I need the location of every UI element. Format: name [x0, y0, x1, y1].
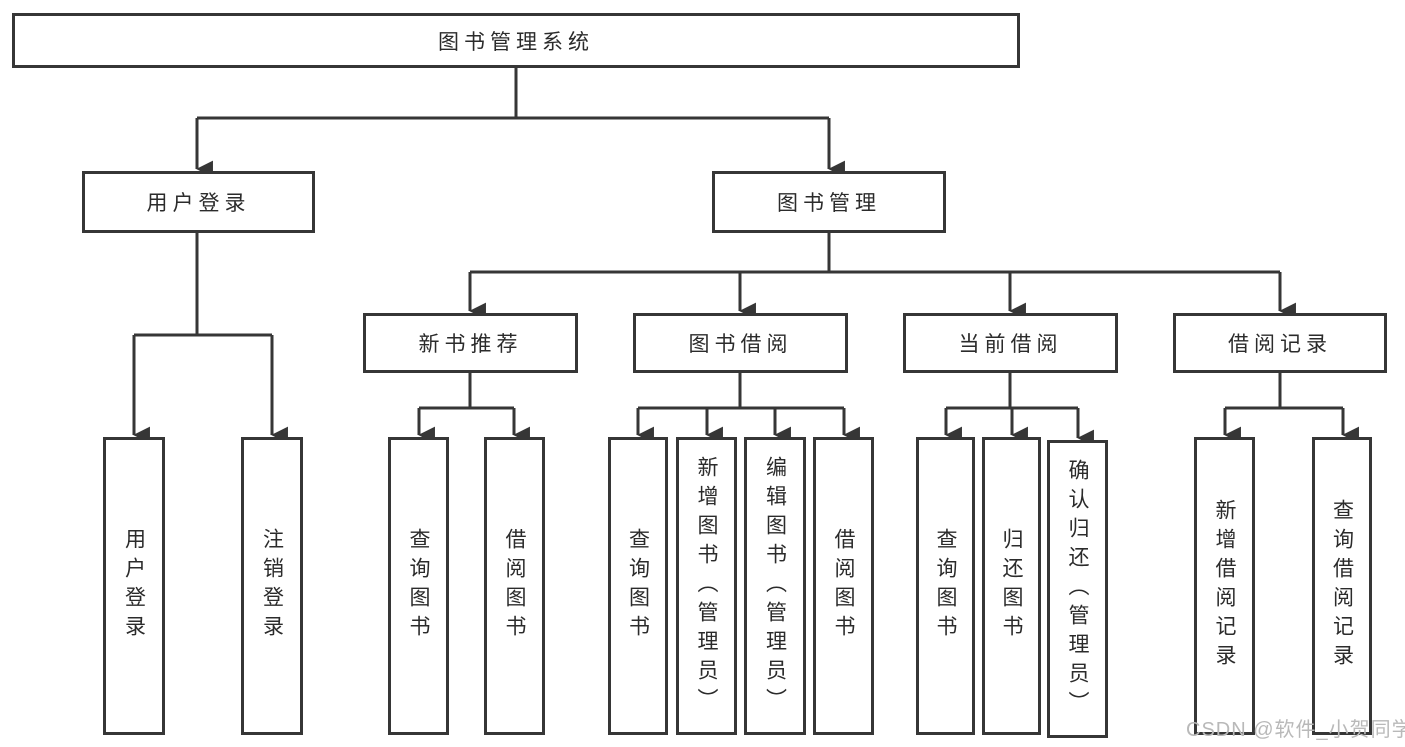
node-book-management: 图书管理 [712, 171, 946, 233]
leaf-record-add-record: 新增借阅记录 [1194, 437, 1255, 735]
leaf-user-login: 用户登录 [103, 437, 165, 735]
leaf-current-query-book: 查询图书 [916, 437, 975, 735]
node-book-borrow: 图书借阅 [633, 313, 848, 373]
leaf-current-confirm-return-admin: 确认归还（管理员） [1047, 440, 1108, 738]
leaf-record-query-record: 查询借阅记录 [1312, 437, 1372, 735]
node-new-book-recommend: 新书推荐 [363, 313, 578, 373]
leaf-borrow-borrow-book: 借阅图书 [813, 437, 874, 735]
node-user-login: 用户登录 [82, 171, 315, 233]
node-current-borrow: 当前借阅 [903, 313, 1118, 373]
node-borrow-record: 借阅记录 [1173, 313, 1387, 373]
leaf-borrow-query-book: 查询图书 [608, 437, 668, 735]
leaf-newbook-borrow-book: 借阅图书 [484, 437, 545, 735]
leaf-current-return-book: 归还图书 [982, 437, 1041, 735]
leaf-borrow-add-book-admin: 新增图书（管理员） [676, 437, 737, 735]
leaf-logout: 注销登录 [241, 437, 303, 735]
csdn-watermark: CSDN @软件_小贺同学 [1186, 719, 1405, 741]
leaf-newbook-query-book: 查询图书 [388, 437, 449, 735]
node-root-system: 图书管理系统 [12, 13, 1020, 68]
leaf-borrow-edit-book-admin: 编辑图书（管理员） [744, 437, 806, 735]
